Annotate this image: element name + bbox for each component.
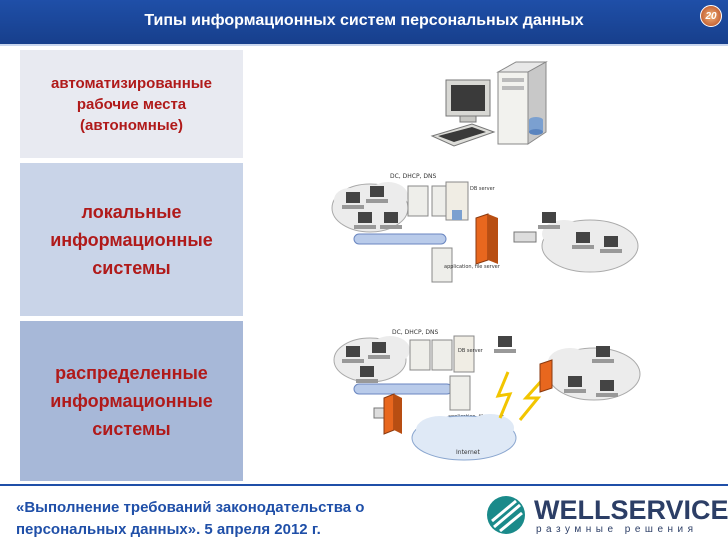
category-line: (автономные): [79, 116, 183, 134]
server-icon: [407, 185, 429, 217]
computer-icon: [380, 212, 402, 229]
computer-icon: [368, 342, 390, 359]
category-workstations: автоматизированные рабочие места (автоно…: [20, 50, 243, 158]
dc-label: DC, DHCP, DNS: [392, 329, 438, 336]
computer-icon: [592, 346, 614, 363]
app-server-icon: [449, 375, 471, 411]
category-line: рабочие места: [76, 95, 187, 113]
category-distributed-systems: распределенные информационные системы: [20, 321, 243, 481]
category-line: информационные: [50, 391, 213, 411]
switch-icon: [513, 231, 537, 243]
firewall-icon: [383, 393, 402, 435]
network-bus: [353, 383, 453, 395]
header-bar: Типы информационных систем персональных …: [0, 0, 728, 46]
computer-icon: [600, 236, 622, 253]
network-bus: [353, 233, 447, 245]
logo-emblem-icon: [487, 496, 525, 534]
computer-icon: [342, 192, 364, 209]
computer-icon: [596, 380, 618, 397]
db-server-label: DB server: [458, 348, 484, 354]
footer-line: персональных данных». 5 апреля 2012 г.: [16, 521, 321, 538]
page-title: Типы информационных систем персональных …: [144, 12, 584, 29]
logo-tagline: разумные решения: [536, 524, 698, 535]
category-line: автоматизированные: [51, 74, 212, 92]
monitor-icon: [430, 79, 496, 147]
app-server-icon: [431, 247, 453, 283]
dc-label: DC, DHCP, DNS: [390, 173, 436, 180]
server-tower-icon: [496, 61, 548, 145]
db-server-icon: [453, 335, 475, 373]
computer-icon: [356, 366, 378, 383]
computer-icon: [538, 212, 560, 229]
footer-caption: «Выполнение требований законодательства …: [16, 497, 364, 541]
server-icon: [409, 339, 431, 371]
local-network-diagram: DC, DHCP, DNS DB server application, fil…: [331, 173, 639, 283]
category-local-systems: локальные информационные системы: [20, 163, 243, 316]
computer-icon: [366, 186, 388, 203]
server-icon: [431, 339, 453, 371]
app-server-label: application, file server: [444, 264, 501, 270]
right-network-cloud: [547, 347, 641, 401]
category-line: информационные: [50, 229, 213, 250]
workstation-illustration: [430, 61, 548, 147]
company-logo: WELLSERVICE разумные решения: [486, 493, 728, 537]
lightning-icon: [518, 376, 546, 421]
category-line: системы: [92, 419, 171, 439]
computer-icon: [342, 346, 364, 363]
page-number-badge: 20: [700, 5, 722, 27]
internet-label: Internet: [456, 449, 480, 456]
computer-icon: [354, 212, 376, 229]
internet-cloud: [411, 414, 517, 461]
db-server-label: DB server: [470, 186, 496, 192]
computer-icon: [564, 376, 586, 393]
category-label: локальные информационные системы: [50, 198, 213, 282]
firewall-icon: [539, 359, 553, 393]
footer-divider: [0, 484, 728, 486]
db-server-icon: [445, 181, 469, 221]
category-line: локальные: [81, 201, 182, 222]
firewall-icon: [475, 213, 498, 265]
lightning-icon: [495, 371, 513, 419]
category-label: распределенные информационные системы: [50, 359, 213, 443]
logo-wordmark: WELLSERVICE: [534, 495, 728, 525]
computer-icon: [494, 336, 516, 353]
distributed-network-diagram: DC, DHCP, DNS DB server application, fil…: [333, 329, 641, 461]
computer-icon: [572, 232, 594, 249]
category-line: распределенные: [55, 363, 208, 383]
footer-line: «Выполнение требований законодательства …: [16, 499, 365, 516]
category-line: системы: [92, 257, 171, 278]
category-label: автоматизированные рабочие места (автоно…: [51, 73, 212, 136]
